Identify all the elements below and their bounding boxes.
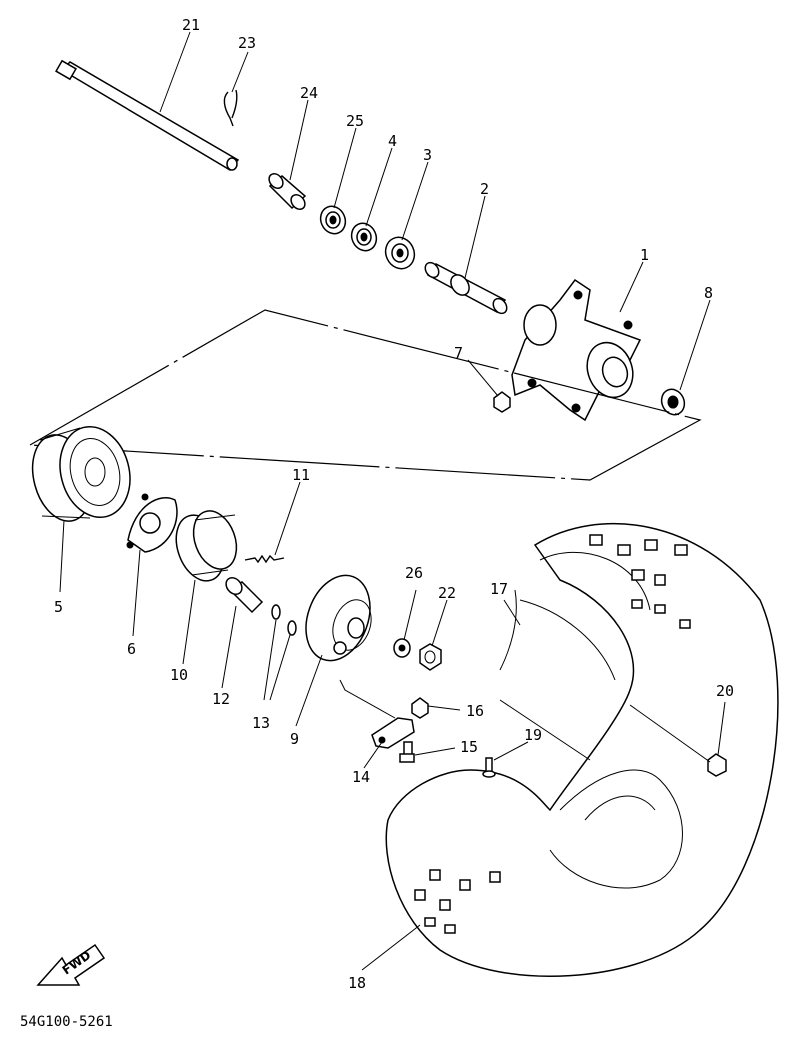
label-12: 12 <box>212 690 230 708</box>
cotter-pin-part <box>223 89 238 127</box>
brake-shoe-plate-part <box>305 574 372 662</box>
valve-part <box>482 757 496 778</box>
label-7: 7 <box>454 344 463 362</box>
label-2: 2 <box>480 180 489 198</box>
label-15: 15 <box>460 738 478 756</box>
washer-part <box>393 638 411 658</box>
label-25: 25 <box>346 112 364 130</box>
spring-part <box>244 554 285 564</box>
nut-part-16 <box>411 697 429 719</box>
tire-tread-blocks <box>414 534 691 934</box>
label-3: 3 <box>423 146 432 164</box>
fwd-direction-arrow: FWD <box>36 943 106 986</box>
brake-shoe-part <box>175 510 238 582</box>
leader-lines <box>59 31 726 971</box>
label-17: 17 <box>490 580 508 598</box>
label-16: 16 <box>466 702 484 720</box>
o-ring-parts <box>271 604 297 636</box>
nut-part-7 <box>493 391 511 413</box>
label-6: 6 <box>127 640 136 658</box>
label-5: 5 <box>54 598 63 616</box>
spacer-part <box>268 173 307 210</box>
wheel-drum-part <box>31 425 131 522</box>
label-18: 18 <box>348 974 366 992</box>
label-13: 13 <box>252 714 270 732</box>
nut-part-20 <box>707 753 727 777</box>
collar-part <box>424 261 508 315</box>
drawing-code: 54G100-5261 <box>20 1014 113 1030</box>
nut-part-22 <box>419 643 442 671</box>
nut-20-axis-line <box>629 704 711 763</box>
label-14: 14 <box>352 768 370 786</box>
tire-part <box>385 522 779 977</box>
label-10: 10 <box>170 666 188 684</box>
camshaft-part <box>225 577 264 614</box>
label-24: 24 <box>300 84 318 102</box>
label-4: 4 <box>388 132 397 150</box>
bearing-part-25 <box>319 205 347 235</box>
bearing-part-4 <box>350 222 378 252</box>
label-20: 20 <box>716 682 734 700</box>
label-19: 19 <box>524 726 542 744</box>
label-8: 8 <box>704 284 713 302</box>
label-1: 1 <box>640 246 649 264</box>
plate-part <box>126 493 178 553</box>
bolt-part <box>399 741 415 763</box>
part-labels: 21 23 24 25 4 3 2 1 8 7 11 5 6 10 12 13 … <box>54 16 734 992</box>
assembly-boundary-line <box>29 309 702 481</box>
axle-part <box>55 59 240 171</box>
label-22: 22 <box>438 584 456 602</box>
label-23: 23 <box>238 34 256 52</box>
oil-seal-part <box>660 388 686 416</box>
brake-lever-part <box>371 717 415 749</box>
label-9: 9 <box>290 730 299 748</box>
label-21: 21 <box>182 16 200 34</box>
leader-line-9-14 <box>339 679 396 719</box>
bearing-part-3 <box>384 236 416 270</box>
hub-part <box>511 278 642 422</box>
label-26: 26 <box>405 564 423 582</box>
label-11: 11 <box>292 466 310 484</box>
